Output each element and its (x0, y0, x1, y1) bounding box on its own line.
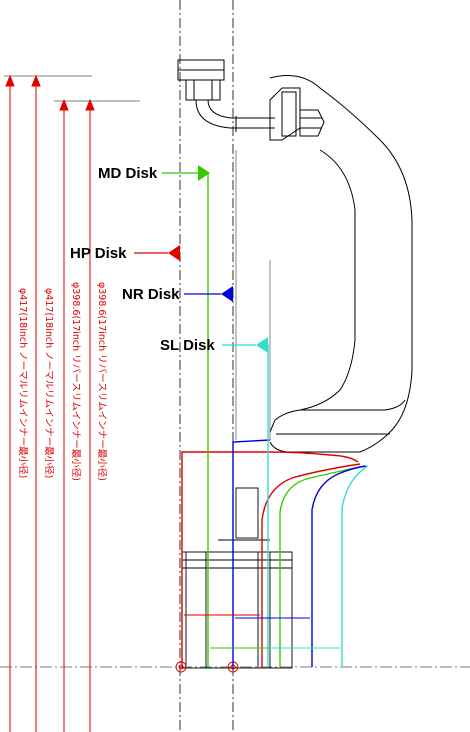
hose-line-inner (207, 99, 275, 119)
upright-inner-contour (269, 149, 356, 433)
centerlines (179, 0, 234, 732)
nr-disk-profile (232, 439, 271, 667)
md-disk-arrow (198, 165, 210, 181)
dimension-label-4: φ398.6(17inch リバースリムインナー最小径) (96, 282, 108, 481)
nr-disk-arrow (221, 286, 233, 302)
hose-fitting-nut (185, 79, 221, 101)
dimension-lines (5, 74, 95, 732)
hose-line-outer (195, 99, 275, 129)
hub-body (181, 551, 293, 669)
disk-labels: MD Disk HP Disk NR Disk SL Disk (70, 165, 268, 354)
sl-disk-label: SL Disk (160, 337, 215, 354)
upright-outline (177, 59, 413, 453)
hp-disk-label: HP Disk (70, 245, 127, 262)
sl-disk-arrow (256, 337, 268, 353)
hp-disk-profile (181, 451, 359, 667)
dimension-arrow-2 (31, 74, 41, 87)
disk-profiles (181, 173, 369, 667)
dimension-label-3: φ398.6(17inch リバースリムインナー最小径) (70, 282, 82, 481)
dimension-label-1: φ417(18inch ノーマルリムインナー最小径) (17, 288, 29, 478)
hose-fitting-top (177, 59, 225, 81)
offset-dimensions (184, 614, 340, 649)
upright-outer-contour (269, 75, 413, 453)
hub-outline (175, 487, 293, 673)
hub-spacer (235, 487, 259, 539)
upright-rib (300, 399, 406, 411)
hp-disk-arrow (168, 245, 180, 261)
construction-lines (235, 150, 271, 440)
extension-lines (4, 75, 140, 102)
bolt-circle-left (175, 661, 187, 673)
nr-disk-label: NR Disk (122, 286, 180, 303)
dimension-arrow-3 (59, 98, 69, 111)
upright-nut (299, 109, 325, 137)
dimension-arrow-1 (5, 74, 15, 87)
dimension-label-2: φ417(18inch ノーマルリムインナー最小径) (43, 288, 55, 478)
upright-flange-inner (281, 91, 297, 137)
dimension-arrow-4 (85, 98, 95, 111)
md-disk-label: MD Disk (98, 165, 158, 182)
